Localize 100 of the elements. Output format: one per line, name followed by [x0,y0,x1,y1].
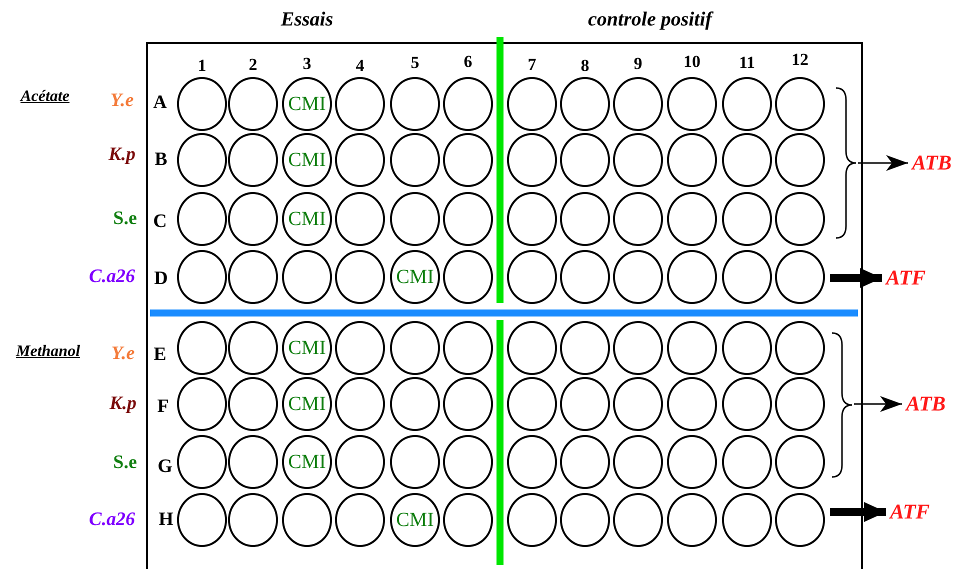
well [722,192,772,246]
column-number: 3 [302,54,312,74]
labeled-well: CMI [282,435,332,489]
labeled-well: CMI [282,321,332,375]
row-letter: C [153,211,167,233]
result-label: ATF [880,266,926,290]
labeled-well: CMI [282,192,332,246]
well [177,377,227,431]
column-number: 1 [198,56,206,76]
organism-label: Y.e [110,90,134,112]
well [613,77,663,131]
well [282,493,332,547]
well [228,321,278,375]
row-letter: B [154,149,168,171]
result-label: ATB [906,150,952,176]
well [390,133,440,187]
well [335,493,385,547]
arrow [854,396,902,412]
well [722,77,772,131]
well [228,377,278,431]
column-number: 5 [410,53,420,73]
organism-label: K.p [108,144,136,166]
labeled-well: CMI [282,133,332,187]
organism-label: S.e [113,208,137,230]
well [335,377,385,431]
well [722,133,772,187]
well [722,321,772,375]
well [177,192,227,246]
well [613,133,663,187]
column-number: 2 [248,55,258,75]
well [613,250,663,304]
well [390,321,440,375]
well [443,133,493,187]
well [667,133,717,187]
column-number: 6 [464,52,472,72]
column-number: 7 [528,55,536,75]
well [390,77,440,131]
arrow [858,155,908,171]
well [560,321,610,375]
well [177,493,227,547]
well [775,250,825,304]
well [775,493,825,547]
well [507,321,557,375]
well [775,377,825,431]
well [560,493,610,547]
column-group-title: Essais [280,8,334,32]
well [667,77,717,131]
well [722,435,772,489]
well [228,435,278,489]
row-letter: E [154,344,166,366]
well [667,250,717,304]
well [177,321,227,375]
labeled-well: CMI [282,77,332,131]
well [613,321,663,375]
well [613,435,663,489]
well [443,77,493,131]
well [507,192,557,246]
organism-label: C.a26 [89,509,135,531]
well [443,377,493,431]
column-number: 12 [792,50,808,70]
labeled-well: CMI [390,250,440,304]
well [613,493,663,547]
row-letter: A [153,92,167,114]
well [177,435,227,489]
arrow [830,502,886,522]
result-label: ATB [900,392,946,416]
column-group-title: controle positif [588,8,712,32]
well [613,377,663,431]
well [228,250,278,304]
well [667,435,717,489]
organism-label: K.p [110,393,136,415]
well [228,133,278,187]
solvent-label: Acétate [20,88,70,106]
well [443,493,493,547]
organism-label: Y.e [111,343,135,365]
well [775,192,825,246]
well [775,77,825,131]
organism-label: C.a26 [89,266,135,288]
brace [834,86,858,240]
well [667,377,717,431]
well [335,133,385,187]
well [775,321,825,375]
well [507,493,557,547]
organism-label: S.e [113,452,137,474]
row-letter: D [154,268,168,290]
column-number: 8 [580,56,590,76]
well [667,493,717,547]
well [507,77,557,131]
well [335,321,385,375]
well [228,192,278,246]
well [775,435,825,489]
well [722,250,772,304]
well [335,250,385,304]
solvent-label: Methanol [16,343,80,361]
well [560,250,610,304]
well [722,493,772,547]
arrow [830,268,882,288]
well [667,321,717,375]
labeled-well: CMI [282,377,332,431]
well [335,77,385,131]
